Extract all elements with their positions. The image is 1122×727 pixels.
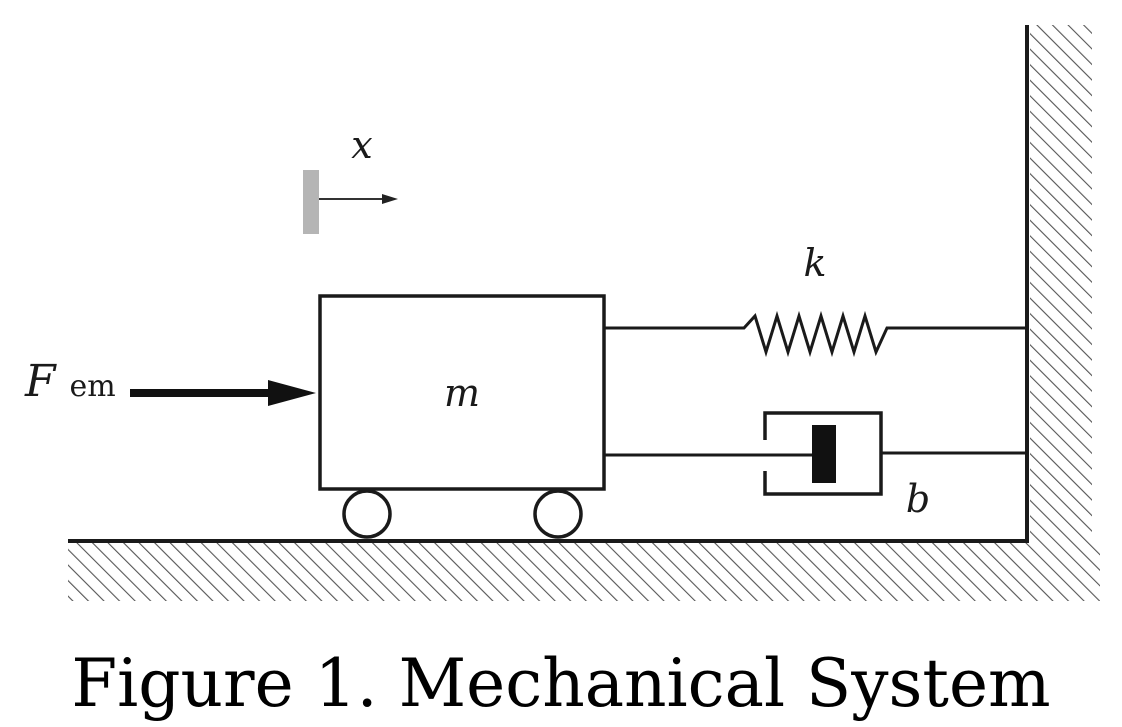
force-symbol: F xyxy=(24,356,57,407)
force-label: F em xyxy=(24,356,116,407)
wall-hatching xyxy=(1030,25,1092,543)
force-subscript: em xyxy=(70,369,116,404)
wheel-right xyxy=(533,489,583,539)
wheel-left xyxy=(342,489,392,539)
mass-block xyxy=(318,294,606,491)
spring xyxy=(604,310,1027,358)
displacement-label: x xyxy=(351,123,372,167)
damper-piston xyxy=(812,425,836,483)
displacement-arrow-head xyxy=(382,194,398,204)
figure-caption: Figure 1. Mechanical System xyxy=(71,645,1050,722)
spring-constant-label: k xyxy=(803,241,826,285)
force-arrow-head xyxy=(268,380,316,406)
ground-hatching xyxy=(68,543,1100,601)
damping-label: b xyxy=(906,477,930,521)
displacement-reference-marker xyxy=(303,170,319,234)
mass-label: m xyxy=(444,371,480,415)
